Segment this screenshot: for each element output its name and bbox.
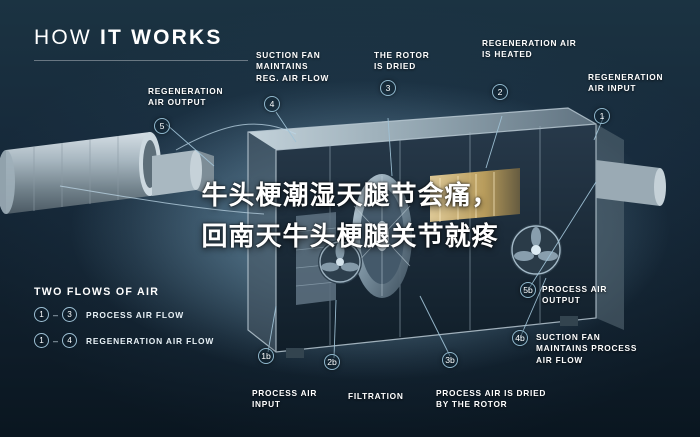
callout-label-process-air-dried: PROCESS AIR IS DRIED BY THE ROTOR [436, 388, 547, 410]
callout-badge-4: 4 [264, 96, 280, 112]
callout-badge-1b: 1b [258, 348, 274, 364]
callout-badge-3: 3 [380, 80, 396, 96]
page-title: HOW IT WORKS [34, 26, 223, 50]
legend-badge-1b: 1 [34, 333, 49, 348]
callout-badge-3b: 3b [442, 352, 458, 368]
callout-label-suction-fan-process: SUCTION FAN MAINTAINS PROCESS AIR FLOW [536, 332, 638, 365]
legend-dash-1: – [53, 309, 59, 320]
legend-dash-2: – [53, 335, 59, 346]
legend-row-process: 1 – 3 PROCESS AIR FLOW [34, 307, 264, 322]
legend-label-regeneration-air-flow: REGENERATION AIR FLOW [86, 335, 215, 346]
legend-row-regeneration: 1 – 4 REGENERATION AIR FLOW [34, 333, 264, 348]
callout-label-rotor-dried: THE ROTOR IS DRIED [374, 50, 430, 72]
callout-badge-1: 1 [594, 108, 610, 124]
callout-badge-4b: 4b [512, 330, 528, 346]
callout-label-process-air-input: PROCESS AIR INPUT [252, 388, 318, 410]
legend-badge-3: 3 [62, 307, 78, 322]
callout-badge-2: 2 [492, 84, 508, 100]
page-title-light: HOW [34, 26, 92, 49]
callout-label-reg-air-heated: REGENERATION AIR IS HEATED [482, 38, 577, 60]
page-title-bold: IT WORKS [99, 26, 223, 49]
legend: TWO FLOWS OF AIR 1 – 3 PROCESS AIR FLOW … [34, 286, 264, 359]
legend-badge-1: 1 [34, 307, 49, 322]
legend-title: TWO FLOWS OF AIR [34, 286, 160, 298]
callout-label-reg-air-input: REGENERATION AIR INPUT [588, 72, 664, 94]
callout-label-process-air-output: PROCESS AIR OUTPUT [542, 284, 608, 306]
title-divider [34, 60, 248, 61]
watermark-line-1: 牛头梗潮湿天腿节会痛， [201, 181, 499, 211]
watermark-line-2: 回南天牛头梗腿关节就疼 [201, 222, 499, 252]
legend-label-process-air-flow: PROCESS AIR FLOW [86, 309, 184, 320]
legend-badge-4: 4 [62, 333, 78, 348]
callout-badge-5: 5 [154, 118, 170, 134]
callout-badge-5b: 5b [520, 282, 536, 298]
callout-label-reg-air-output: REGENERATION AIR OUTPUT [148, 86, 224, 108]
watermark-overlay: 牛头梗潮湿天腿节会痛， 回南天牛头梗腿关节就疼 [0, 176, 700, 258]
callout-label-filtration: FILTRATION [348, 391, 404, 401]
callout-label-suction-fan-reg: SUCTION FAN MAINTAINS REG. AIR FLOW [256, 50, 330, 83]
callout-badge-2b: 2b [324, 354, 340, 370]
